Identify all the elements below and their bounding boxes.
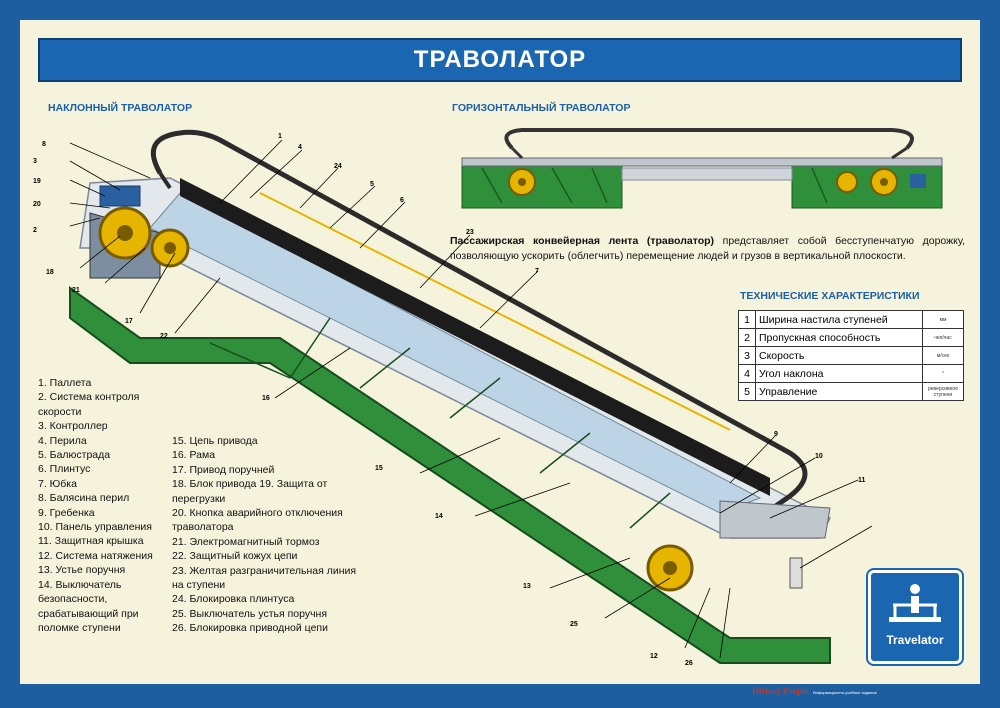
callout-26: 26 — [685, 660, 693, 667]
callout-2: 2 — [33, 227, 37, 234]
horizontal-heading: ГОРИЗОНТАЛЬНЫЙ ТРАВОЛАТОР — [452, 102, 631, 114]
legend-item: 13. Устье поручня — [38, 564, 126, 577]
legend-left: 1. Паллета 2. Система контроля скорости … — [38, 376, 153, 635]
page-title: ТРАВОЛАТОР — [413, 46, 587, 73]
legend-item: 11. Защитная крышка — [38, 535, 144, 548]
callout-1: 1 — [278, 133, 282, 140]
legend-item: 22. Защитный кожух цепи — [172, 550, 298, 563]
legend-item: 24. Блокировка плинтуса — [172, 593, 295, 606]
legend-item: 21. Электромагнитный тормоз — [172, 535, 320, 548]
handrail — [150, 129, 808, 513]
callout-21: 21 — [72, 287, 80, 294]
balustrade — [180, 178, 770, 496]
travelator-badge: Travelator — [866, 568, 964, 666]
callout-9: 9 — [774, 431, 778, 438]
legend-item: 25. Выключатель устья поручня — [172, 607, 328, 620]
callout-23: 23 — [466, 229, 474, 236]
specs-heading: ТЕХНИЧЕСКИЕ ХАРАКТЕРИСТИКИ — [740, 290, 920, 302]
legend-item: безопасности, — [38, 593, 108, 606]
description: Пассажирская конвейерная лента (траволат… — [450, 234, 965, 264]
legend-item: 8. Балясина перил — [38, 492, 130, 505]
callout-19: 19 — [33, 178, 41, 185]
callout-20: 20 — [33, 201, 41, 208]
description-lead: Пассажирская конвейерная лента (траволат… — [450, 235, 715, 247]
callout-14: 14 — [435, 513, 443, 520]
inclined-heading: НАКЛОННЫЙ ТРАВОЛАТОР — [48, 102, 193, 114]
callout-7: 7 — [535, 268, 539, 275]
callout-13: 13 — [523, 583, 531, 590]
legend-item: 12. Система натяжения — [38, 549, 153, 562]
legend-item: 4. Перила — [38, 434, 87, 447]
callout-10: 10 — [815, 453, 823, 460]
description-body: представляет собой бесступенчатую дорожк… — [450, 235, 965, 262]
legend-item: 6. Плинтус — [38, 463, 91, 476]
inclined-travolator-diagram: 1 2 3 4 5 6 7 8 9 10 11 12 13 14 15 16 1… — [33, 129, 873, 667]
legend-item: 1. Паллета — [38, 377, 92, 389]
legend-item: 26. Блокировка приводной цепи — [172, 622, 328, 635]
legend-item: 2. Система контроля — [38, 391, 140, 404]
callout-4: 4 — [298, 144, 302, 151]
callout-6: 6 — [400, 197, 404, 204]
legend-item: 7. Юбка — [38, 477, 77, 490]
callout-5: 5 — [370, 181, 374, 188]
callout-3: 3 — [33, 158, 37, 165]
legend-item: 14. Выключатель — [38, 578, 122, 591]
callout-8: 8 — [42, 141, 46, 148]
callout-25: 25 — [570, 621, 578, 628]
title-banner: ТРАВОЛАТОР — [38, 38, 962, 82]
legend-item: 17. Привод поручней — [172, 463, 275, 476]
legend-item: скорости — [38, 405, 82, 418]
frame-truss — [69, 286, 831, 664]
callout-24: 24 — [334, 163, 342, 170]
footer-fine-print: Информационно-учебное издание — [812, 690, 877, 695]
callout-15: 15 — [375, 465, 383, 472]
badge-label: Travelator — [886, 633, 944, 647]
callout-16: 16 — [262, 395, 270, 402]
legend-item: 5. Балюстрада — [38, 449, 111, 462]
legend-item: 10. Панель управления — [38, 521, 152, 534]
legend-item: 15. Цепь привода — [172, 435, 258, 447]
legend-item: 18. Блок привода 19. Защита от — [172, 478, 328, 491]
person-on-walkway-icon — [889, 584, 941, 622]
legend-item: поломке ступени — [38, 621, 121, 634]
legend-item: 20. Кнопка аварийного отключения — [172, 507, 343, 520]
callout-12: 12 — [650, 653, 658, 660]
callout-11: 11 — [858, 477, 866, 484]
publisher-logo: History People — [752, 686, 809, 696]
legend-item: 3. Контроллер — [38, 420, 108, 433]
legend-item: срабатывающий при — [38, 607, 139, 620]
legend-right: 15. Цепь привода 16. Рама 17. Привод пор… — [172, 434, 356, 636]
legend-item: 16. Рама — [172, 449, 216, 462]
legend-item: 9. Гребенка — [38, 506, 95, 519]
legend-item: на ступени — [172, 579, 226, 592]
callout-17: 17 — [125, 318, 133, 325]
callout-22: 22 — [160, 333, 168, 340]
legend-item: траволатора — [172, 521, 234, 534]
legend-item: 23. Желтая разграничительная линия — [172, 564, 357, 577]
horizontal-travolator-diagram — [461, 128, 943, 209]
callout-18: 18 — [46, 269, 54, 276]
legend-item: перегрузки — [172, 492, 226, 505]
